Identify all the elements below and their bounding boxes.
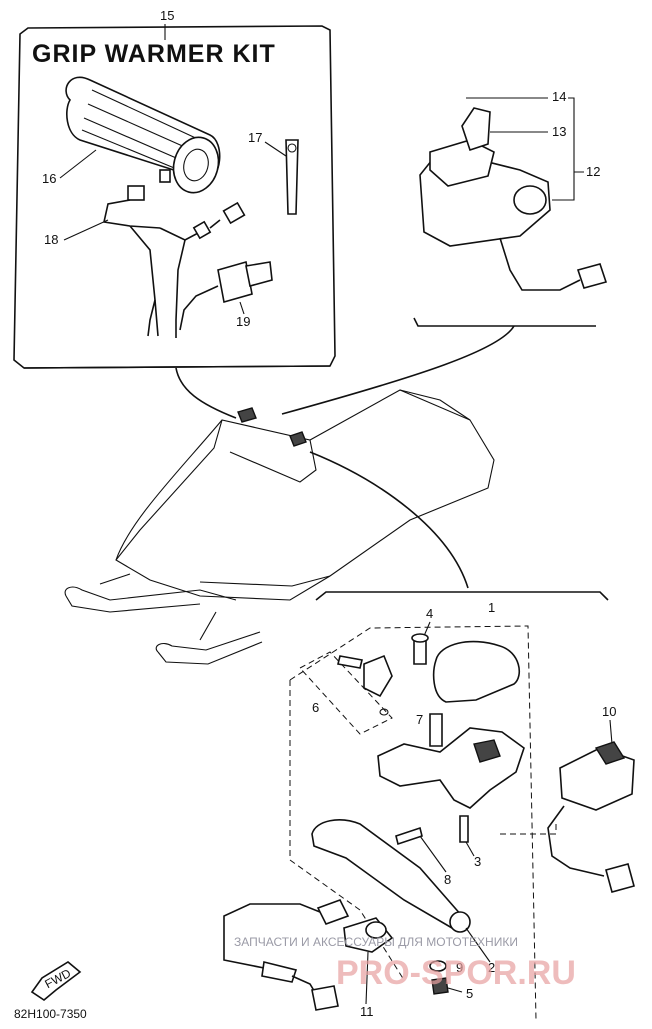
fwd-arrow: FWD <box>30 961 82 1001</box>
washer-part-9 <box>429 960 447 972</box>
label-5: 5 <box>466 986 473 1001</box>
connector-plug <box>605 863 635 893</box>
label-12: 12 <box>586 164 600 179</box>
label-9: 9 <box>456 960 463 975</box>
label-17: 17 <box>248 130 262 145</box>
switch-housing-group: 14 13 12 <box>413 89 608 327</box>
kit-box-bottom-edge <box>23 365 331 369</box>
housing-to-snowmobile-line <box>281 325 515 415</box>
grip-heater-part-16 <box>65 76 221 194</box>
grip-warmer-kit-group: GRIP WARMER KIT 15 16 17 <box>13 8 336 369</box>
assembly-top-edge <box>315 591 609 601</box>
connection-arrows <box>175 325 515 589</box>
label-2: 2 <box>488 960 495 975</box>
leader-8 <box>419 835 447 873</box>
bolt-part-8 <box>395 826 423 846</box>
label-18: 18 <box>44 232 58 247</box>
label-1: 1 <box>488 600 495 615</box>
leader-3 <box>465 841 475 857</box>
wire-harness-part-18 <box>103 185 246 338</box>
assembly-dashed-outline <box>289 625 537 1021</box>
label-10: 10 <box>602 704 616 719</box>
leader-12 <box>552 97 584 201</box>
nut-part-5 <box>431 977 449 995</box>
part-6-dashed-box <box>299 651 393 735</box>
label-7: 7 <box>416 712 423 727</box>
leader-2 <box>465 927 491 963</box>
leader-10 <box>609 719 613 745</box>
snowmobile-outline <box>64 389 495 665</box>
cable-tie-part-17 <box>285 139 299 215</box>
label-16: 16 <box>42 171 56 186</box>
screw-part-6a <box>337 655 363 669</box>
housing-cable <box>499 237 581 291</box>
leader-11 <box>365 951 369 1005</box>
label-14: 14 <box>552 89 566 104</box>
switch-part-19 <box>179 260 273 331</box>
drawing-code: 82H100-7350 <box>14 1007 87 1021</box>
sleeve-part-7 <box>429 713 443 747</box>
kit-to-snowmobile-line <box>175 367 237 419</box>
leader-16 <box>59 149 97 179</box>
label-11: 11 <box>360 1004 374 1019</box>
snowmobile-to-lever-line <box>309 451 469 589</box>
switch-clip-11 <box>316 899 350 925</box>
housing-end-knob <box>513 185 547 215</box>
connector-cable <box>547 805 605 877</box>
lever-tip <box>449 911 471 933</box>
watermark-brand: PRO-SPOR.RU <box>336 954 576 992</box>
block-part-6b <box>363 654 393 698</box>
watermark-text: ЗАПЧАСТИ И АКСЕССУАРЫ ДЛЯ МОТОТЕХНИКИ <box>234 935 518 949</box>
switch-lever-part-13 <box>461 107 491 152</box>
housing-box-bottom <box>413 317 596 327</box>
washer-part-6c <box>379 708 389 716</box>
lever-bracket <box>377 727 525 809</box>
lever-cover <box>432 640 521 703</box>
kit-title: GRIP WARMER KIT <box>32 40 276 68</box>
leader-5 <box>447 987 463 993</box>
label-19: 19 <box>236 314 250 329</box>
switch-plug <box>311 985 339 1011</box>
label-13: 13 <box>552 124 566 139</box>
label-15: 15 <box>160 8 174 23</box>
housing-connector <box>576 263 608 289</box>
switch-cable-sleeve <box>261 961 298 983</box>
label-3: 3 <box>474 854 481 869</box>
label-6: 6 <box>312 700 319 715</box>
assembly-dashed-left <box>289 680 405 981</box>
switch-cable-11 <box>223 903 321 969</box>
screw-part-3 <box>459 815 469 843</box>
leader-4 <box>423 621 431 637</box>
assembly-dashed-right <box>500 820 557 835</box>
leader-18 <box>63 219 109 241</box>
label-4: 4 <box>426 606 433 621</box>
leader-17 <box>264 141 287 157</box>
lever-assembly-group: 1 6 4 7 10 3 8 <box>223 591 635 1021</box>
leader-19 <box>239 301 245 315</box>
label-8: 8 <box>444 872 451 887</box>
